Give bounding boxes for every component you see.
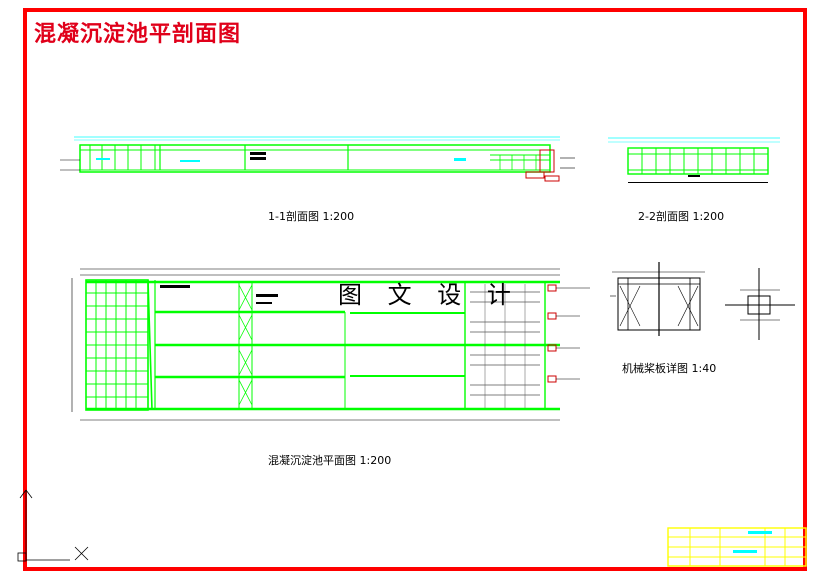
ucs-axis-icon [17, 489, 89, 562]
caption-paddle-detail: 机械桨板详图 1:40 [622, 362, 717, 375]
section-1-1-view [60, 136, 575, 182]
watermark-text: 图 文 设 计 [338, 281, 520, 309]
title-block [667, 527, 807, 567]
sheet-border [23, 8, 807, 571]
section-2-2-view [608, 137, 780, 183]
caption-section-2-2: 2-2剖面图 1:200 [638, 210, 725, 223]
plan-view [71, 268, 590, 421]
paddle-detail-view [610, 262, 795, 340]
caption-section-1-1: 1-1剖面图 1:200 [268, 210, 355, 223]
caption-plan: 混凝沉淀池平面图 1:200 [268, 454, 392, 467]
drawing-title: 混凝沉淀池平剖面图 [34, 21, 242, 47]
